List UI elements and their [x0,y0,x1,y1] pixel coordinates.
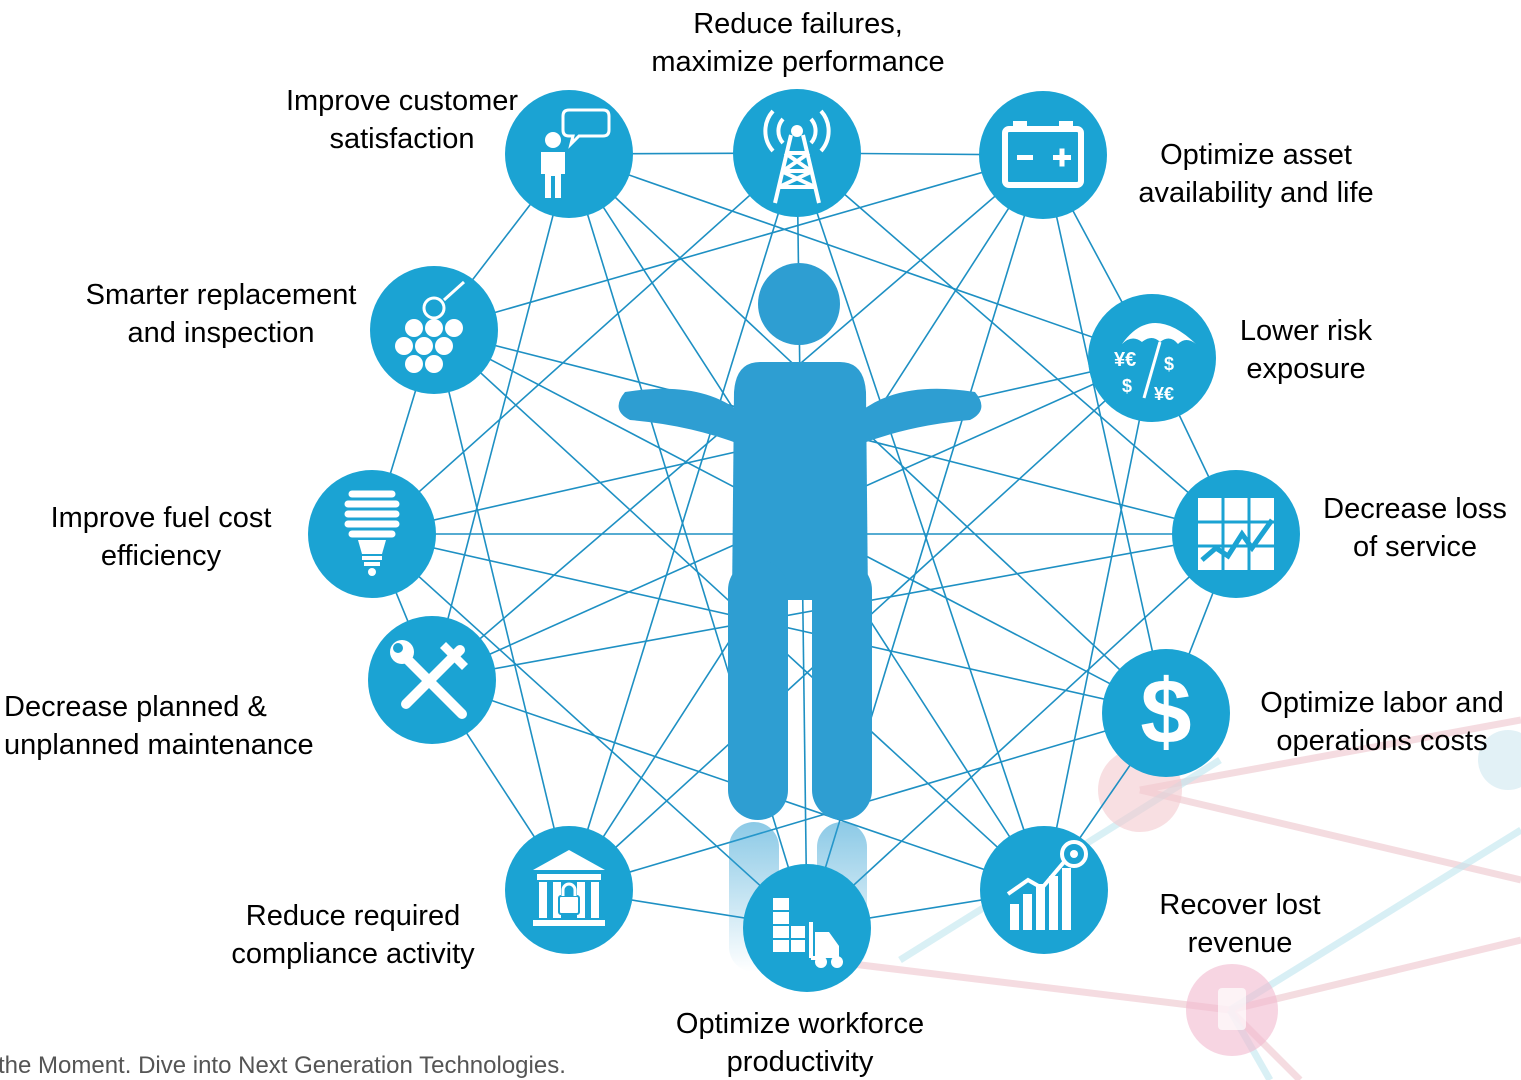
label-line: Lower risk [1239,315,1373,347]
node-recover-revenue [980,826,1108,954]
label-line: Optimize workforce [675,1008,925,1040]
label-decrease-maintenance: Decrease planned & unplanned maintenance [4,688,360,764]
label-line: Optimize asset [1160,139,1352,171]
connection-line [806,533,1237,929]
footer-text: the Moment. Dive into Next Generation Te… [0,1052,566,1079]
label-reduce-failures: Reduce failures, maximize performance [623,5,973,81]
label-line: unplanned maintenance [4,729,314,761]
node-decrease-loss [1172,470,1300,598]
label-line: revenue [1187,927,1293,959]
label-line: productivity [726,1046,874,1078]
label-line: operations costs [1276,725,1488,757]
label-line: maximize performance [651,46,945,78]
label-line: compliance activity [231,938,475,970]
node-circle [505,90,633,218]
connection-line [796,152,1237,535]
label-line: Reduce required [245,900,461,932]
label-line: availability and life [1138,177,1374,209]
person-shrugging-icon [618,263,982,820]
label-optimize-labor: Optimize labor and operations costs [1234,684,1521,760]
label-line: Improve fuel cost [50,502,272,534]
label-optimize-workforce: Optimize workforce productivity [640,1005,960,1080]
node-circle [979,91,1107,219]
connection-line [433,329,570,891]
node-circle [1088,294,1216,422]
label-smarter-replacement: Smarter replacement and inspection [60,276,382,352]
label-decrease-loss: Decrease loss of service [1300,490,1521,566]
dollar-icon [1140,661,1192,763]
connection-line [1042,154,1167,714]
label-line: satisfaction [329,123,475,155]
label-line: Decrease planned & [4,691,267,723]
node-improve-customer [505,90,633,218]
label-line: efficiency [100,540,222,572]
label-lower-risk: Lower risk exposure [1206,312,1406,388]
node-lower-risk [1088,294,1216,422]
node-optimize-labor [1102,649,1230,777]
label-reduce-compliance: Reduce required compliance activity [208,897,498,973]
label-line: Reduce failures, [693,8,903,40]
connection-line [796,152,1045,891]
connection-line [568,153,1153,359]
label-line: Smarter replacement [85,279,357,311]
connection-line [433,154,1044,331]
node-improve-fuel [308,470,436,598]
label-line: of service [1352,531,1478,563]
label-recover-revenue: Recover lost revenue [1130,886,1350,962]
label-line: Optimize labor and [1260,687,1504,719]
node-circle [505,826,633,954]
node-optimize-workforce [743,864,871,992]
node-optimize-asset [979,91,1107,219]
label-line: Recover lost [1159,889,1321,921]
node-reduce-failures [733,89,861,217]
node-decrease-maintenance [368,616,496,744]
connection-line [568,152,798,891]
line-chart-icon [1198,498,1274,570]
connection-line [1043,357,1153,891]
label-line: exposure [1246,353,1366,385]
label-optimize-asset: Optimize asset availability and life [1106,136,1406,212]
label-improve-customer: Improve customer satisfaction [262,82,542,158]
node-reduce-compliance [505,826,633,954]
label-line: Improve customer [285,85,519,117]
connection-line [431,153,570,681]
node-smarter-replacement [370,266,498,394]
label-line: Decrease loss [1323,493,1507,525]
connection-line [371,152,798,535]
label-line: and inspection [127,317,315,349]
label-improve-fuel: Improve fuel cost efficiency [30,499,292,575]
node-circle [743,864,871,992]
